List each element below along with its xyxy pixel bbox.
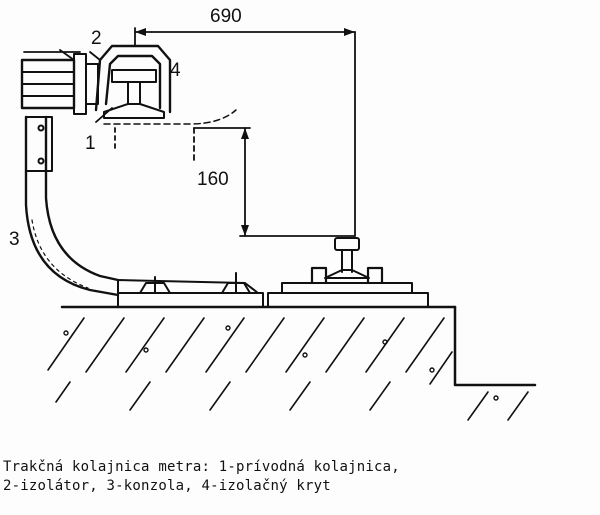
vertical-dimension-label: 160 <box>197 169 229 190</box>
insulating-cover <box>94 44 172 114</box>
ground-dots <box>63 325 499 401</box>
insulator <box>20 49 99 115</box>
ground-hatching <box>47 317 529 421</box>
part-label-2: 2 <box>91 28 102 49</box>
dimension-arrowheads <box>135 28 355 236</box>
figure-caption: Trakčná kolajnica metra: 1-prívodná kola… <box>3 458 599 496</box>
caption-line-1: Trakčná kolajnica metra: 1-prívodná kola… <box>3 459 400 475</box>
ground <box>60 305 537 387</box>
part-label-4: 4 <box>170 60 181 81</box>
console <box>24 115 264 308</box>
part-label-3: 3 <box>9 229 20 250</box>
part-label-1: 1 <box>85 133 96 154</box>
dimension-lines <box>89 27 356 237</box>
horizontal-dimension-label: 690 <box>210 6 242 27</box>
caption-line-2: 2-izolátor, 3-konzola, 4-izolačný kryt <box>3 478 331 494</box>
conductor-rail <box>103 69 237 125</box>
running-rail <box>267 237 429 308</box>
